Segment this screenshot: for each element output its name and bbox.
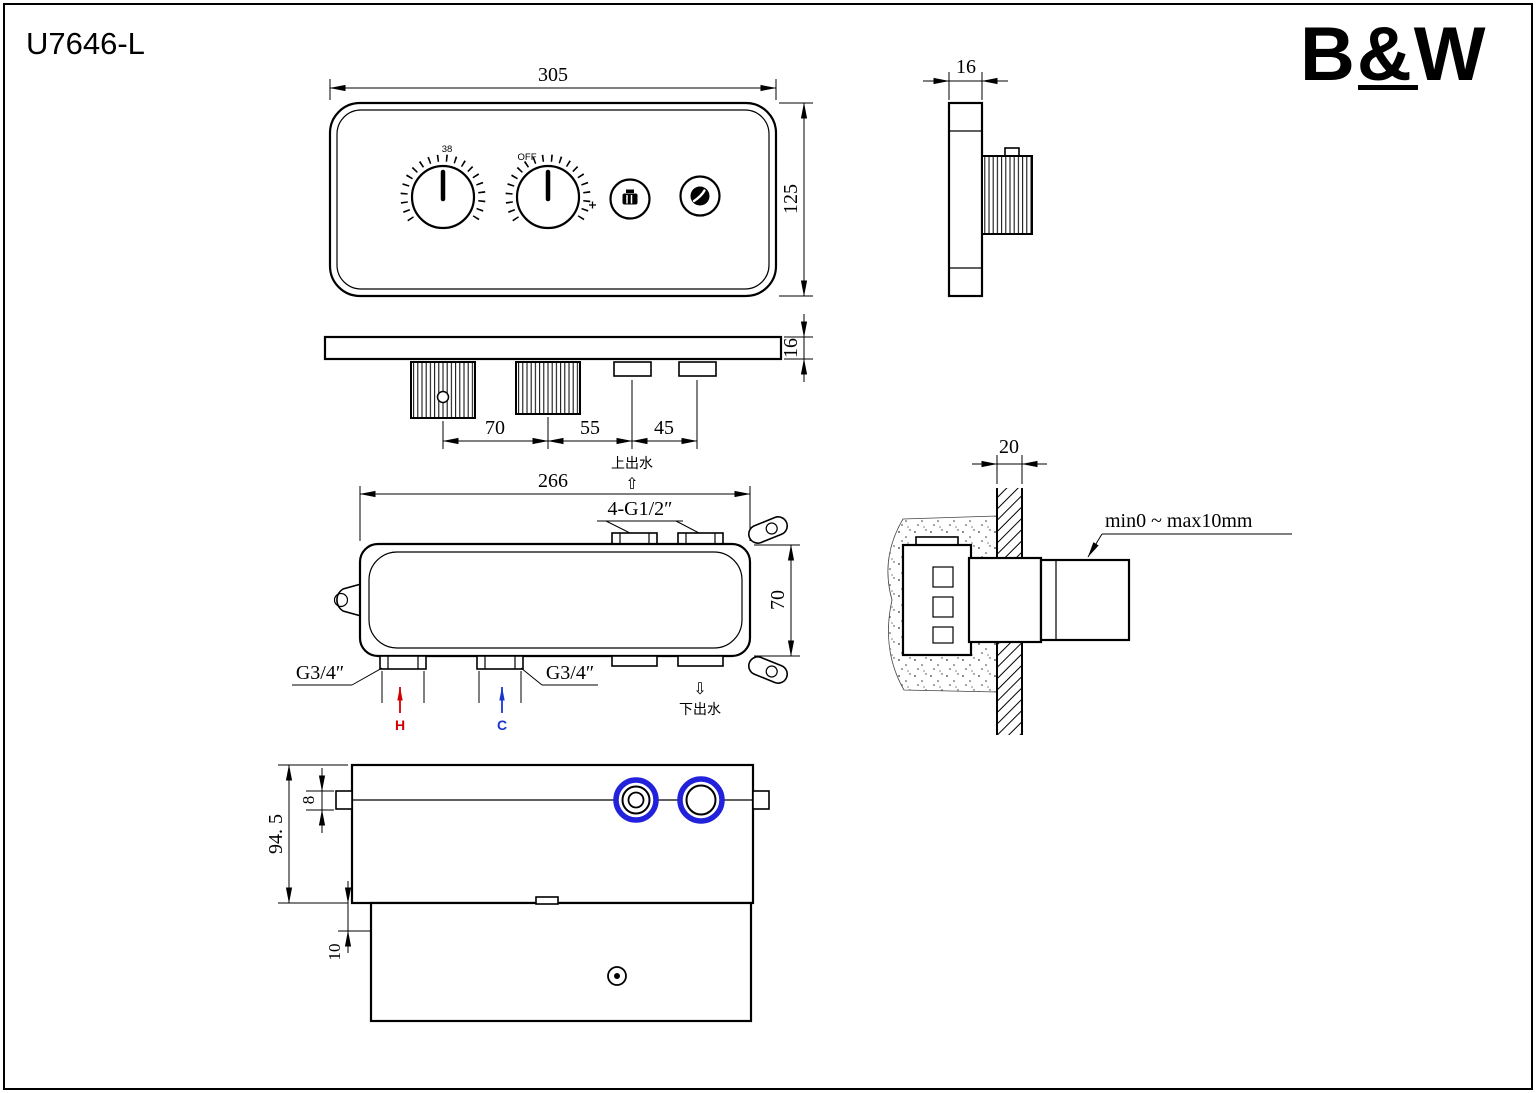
handshower-icon	[690, 186, 710, 206]
plan-button-1	[613, 361, 652, 377]
hot-inlet-annotation: G3/4″ H	[292, 662, 425, 733]
plan-dim-plate-text: 16	[780, 338, 802, 358]
body-ear-left	[333, 583, 362, 617]
rear-dim-height: 94. 5	[265, 764, 348, 904]
brand-logo-text: B&W	[1300, 12, 1488, 97]
plan-dim-45-text: 45	[654, 417, 674, 439]
cold-inlet-annotation: G3/4″ C	[478, 662, 598, 733]
brand-logo: B&W	[1300, 12, 1488, 97]
body-dim-width: 266	[359, 470, 751, 541]
trim-handle	[1039, 558, 1131, 642]
plan-button-2	[678, 361, 717, 377]
body-dim-height: 70	[754, 544, 800, 657]
flow-knob: OFF	[505, 152, 596, 230]
body-ear-top-right	[748, 516, 788, 544]
plan-dim-plate: 16	[780, 314, 813, 382]
temperature-38-mark: 38	[442, 144, 453, 155]
rear-dim-plate: 8	[299, 768, 334, 833]
front-view: 38 OFF	[328, 64, 813, 298]
rear-dim-offset-text: 10	[325, 944, 344, 961]
valve-body-inner-outline	[368, 551, 743, 649]
bottom-outlet-arrow: ⇩	[693, 679, 706, 698]
body-spray-button	[609, 178, 651, 220]
plan-view: 70 55 45 16	[323, 314, 813, 449]
cold-mark: C	[497, 717, 507, 733]
side-view: 16	[923, 56, 1033, 298]
rear-left-stub	[335, 790, 353, 810]
rear-screw	[607, 966, 627, 986]
side-knob-knurled	[981, 155, 1033, 235]
plan-temp-knob	[410, 361, 476, 419]
rear-dim-offset: 10	[325, 881, 371, 961]
valve-stem	[967, 556, 1043, 644]
body-hot-inlet-port	[379, 655, 427, 670]
rear-dim-plate-text: 8	[299, 796, 318, 805]
front-dim-width-text: 305	[538, 64, 568, 86]
plan-dim-70-text: 70	[485, 417, 505, 439]
bottom-outlet-label: 下出水	[679, 701, 721, 717]
flow-plus-mark	[589, 201, 596, 209]
front-dim-height-text: 125	[780, 184, 802, 214]
hot-mark: H	[395, 717, 405, 733]
page-border	[3, 3, 1533, 1090]
front-dim-height: 125	[779, 102, 813, 297]
wall-section-view: 20 min0 ~ max10mm	[887, 436, 1292, 735]
body-spray-icon	[622, 189, 638, 205]
rear-dim-height-text: 94. 5	[265, 814, 287, 854]
plan-plate	[323, 335, 783, 361]
plan-dims: 70 55 45	[442, 380, 698, 449]
handshower-button	[679, 175, 721, 217]
wall-depth-note: min0 ~ max10mm	[1087, 510, 1292, 558]
embedded-valve-body	[901, 543, 973, 657]
brand-logo-underline	[1358, 85, 1418, 90]
side-dim-depth: 16	[923, 56, 1008, 100]
wall-dim-thickness-text: 20	[999, 436, 1019, 458]
rear-center-tab	[535, 896, 559, 905]
body-ports-label-text: 4-G1/2″	[608, 498, 673, 520]
body-view: 上出水 ⇧ 266 4-G1/2″	[292, 455, 800, 733]
front-dim-width: 305	[329, 64, 777, 100]
plan-dim-55-text: 55	[580, 417, 600, 439]
plan-temp-knob-button	[436, 390, 450, 404]
side-panel-outline	[947, 101, 984, 298]
body-ports-label: 4-G1/2″	[597, 498, 700, 534]
rear-outlet-port-1	[613, 777, 659, 823]
body-bottom-port-2	[677, 655, 724, 667]
top-outlet-label: 上出水	[611, 455, 653, 471]
rear-outlet-port-2	[677, 776, 725, 824]
model-number: U7646-L	[26, 26, 145, 61]
wall-dim-thickness: 20	[972, 436, 1047, 484]
front-panel-inner-outline	[336, 109, 770, 290]
rear-lower-box	[369, 901, 753, 1023]
wall-depth-note-text: min0 ~ max10mm	[1105, 510, 1253, 532]
temperature-knob: 38	[400, 144, 486, 230]
valve-body-outline	[358, 542, 752, 658]
top-outlet-arrow: ⇧	[625, 474, 638, 493]
hot-inlet-label-text: G3/4″	[296, 662, 344, 684]
body-ear-bottom-right	[748, 656, 788, 684]
body-dim-width-text: 266	[538, 470, 568, 492]
rear-right-stub	[752, 790, 770, 810]
body-dim-height-text: 70	[767, 590, 789, 610]
body-bottom-port-1	[611, 655, 658, 667]
cold-inlet-label-text: G3/4″	[546, 662, 594, 684]
plan-flow-knob	[515, 361, 581, 415]
side-dim-depth-text: 16	[956, 56, 976, 78]
flow-off-mark: OFF	[518, 152, 537, 163]
body-cold-inlet-port	[476, 655, 524, 670]
rear-view: 94. 5 8 10	[265, 763, 770, 1023]
